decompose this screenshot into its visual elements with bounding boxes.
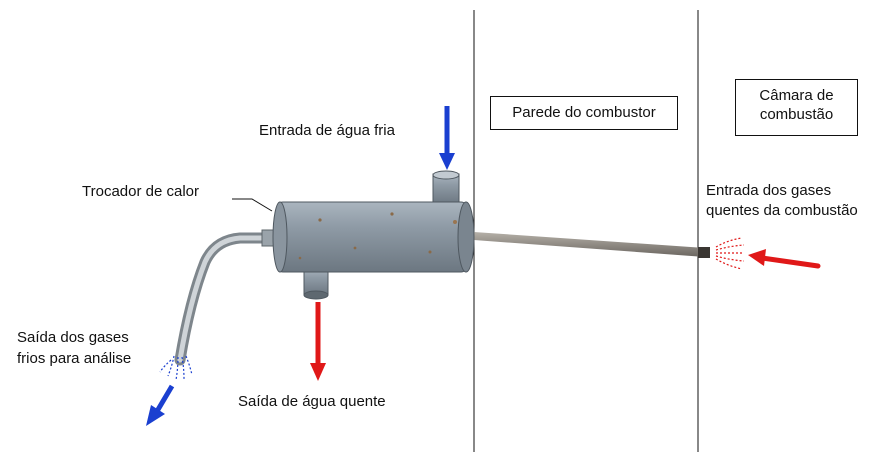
- hot-gas-spray-icon: [715, 237, 745, 270]
- combustion-chamber-text-line1: Câmara de: [759, 87, 834, 104]
- hot-gases-inlet-arrow-icon: [748, 249, 821, 269]
- cold-gases-outlet-arrow-icon: [146, 384, 175, 426]
- combustor-wall-label: Parede do combustor: [490, 96, 678, 130]
- cold-gas-spray-icon: [159, 355, 193, 381]
- sampling-probe: [474, 232, 710, 258]
- heat-exchanger-leader-line: [232, 198, 273, 212]
- cold-water-inlet-arrow-icon: [439, 106, 455, 170]
- combustor-wall-text: Parede do combustor: [512, 104, 656, 121]
- hot-water-outlet-arrow-icon: [310, 302, 326, 381]
- hot-gases-label-line1: Entrada dos gases: [706, 182, 832, 199]
- hot-water-outlet-label: Saída de água quente: [238, 393, 386, 410]
- cold-water-inlet-label: Entrada de água fria: [259, 122, 395, 139]
- hot-gases-label-line2: quentes da combustão: [706, 202, 858, 219]
- combustion-chamber-label: Câmara de combustão: [735, 79, 858, 136]
- heat-exchanger: [272, 170, 475, 300]
- combustion-chamber-text-line2: combustão: [759, 106, 834, 123]
- cold-gases-label-line1: Saída dos gases: [17, 329, 129, 346]
- heat-exchanger-label: Trocador de calor: [82, 183, 199, 200]
- cold-gases-label-line2: frios para análise: [17, 350, 132, 367]
